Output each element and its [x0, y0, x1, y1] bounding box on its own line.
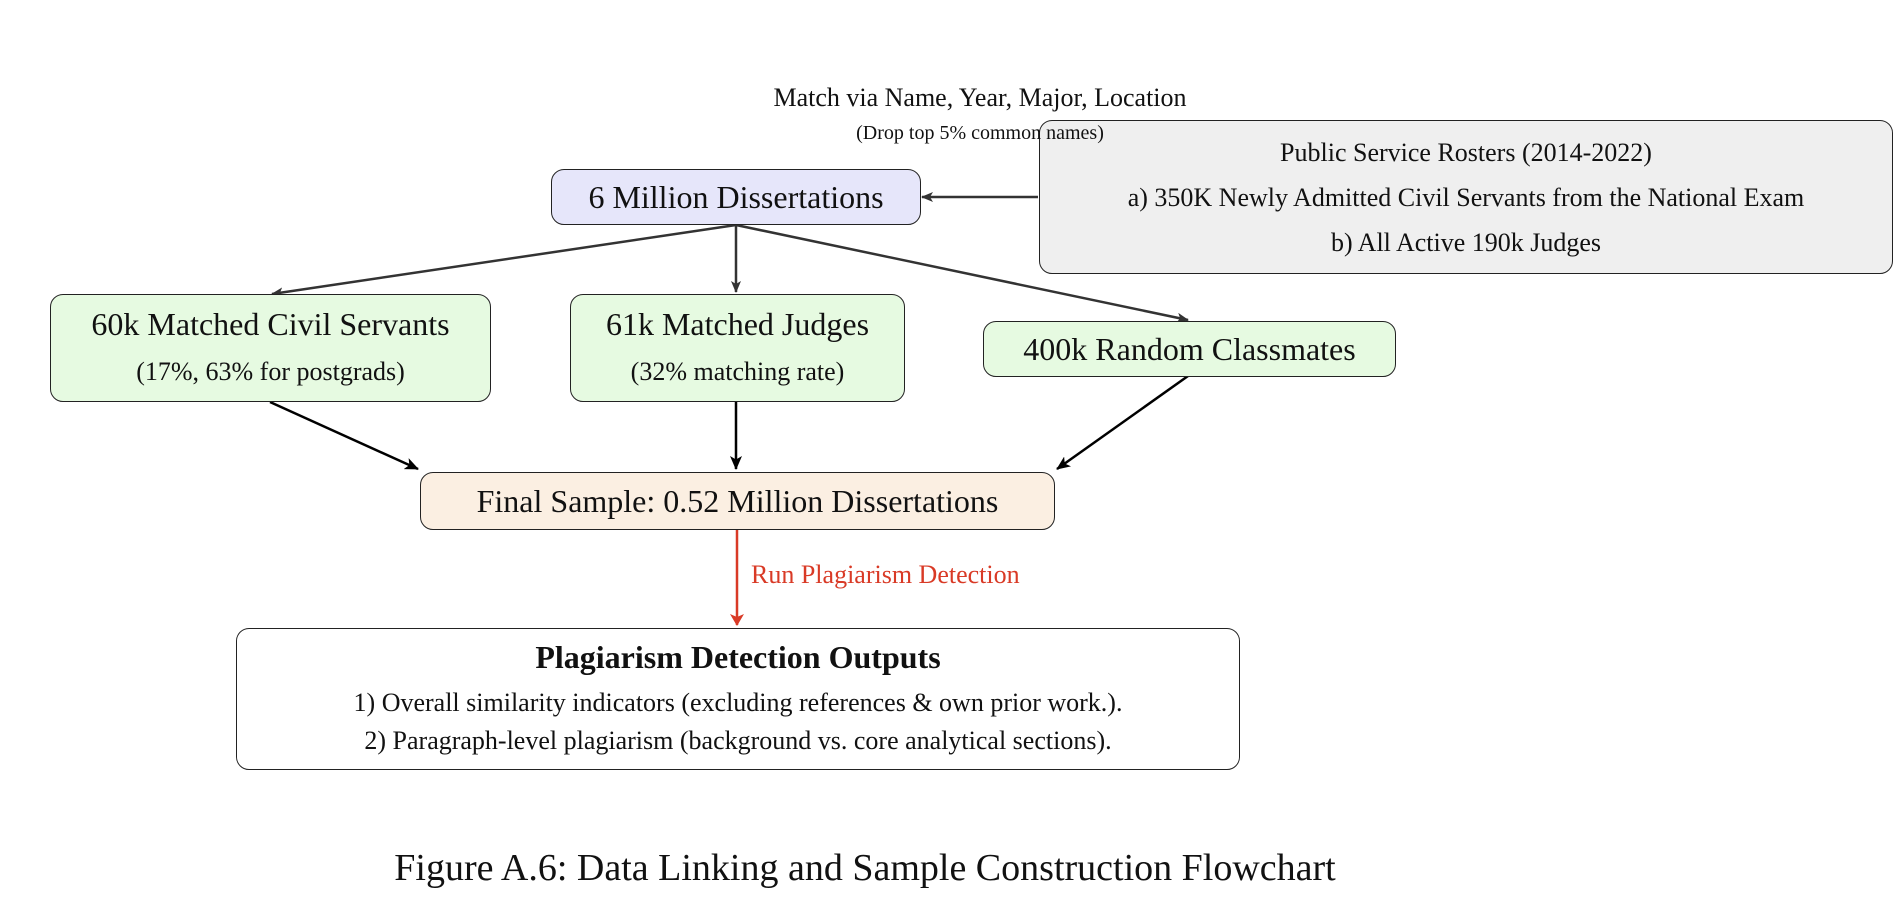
outputs-line-1: 1) Overall similarity indicators (exclud… [353, 687, 1123, 717]
node-dissertations: 6 Million Dissertations [551, 169, 921, 225]
judges-title: 61k Matched Judges [605, 306, 870, 343]
node-civil: 60k Matched Civil Servants (17%, 63% for… [50, 294, 491, 402]
edge-dissertations-to-civil [271, 223, 737, 298]
civil-title: 60k Matched Civil Servants [91, 306, 450, 343]
rosters-line-a: a) 350K Newly Admitted Civil Servants fr… [1127, 182, 1805, 212]
figure-caption: Figure A.6: Data Linking and Sample Cons… [394, 847, 1336, 889]
civil-sub: (17%, 63% for postgrads) [136, 356, 405, 386]
edge-civil-to-final [269, 400, 419, 471]
node-judges: 61k Matched Judges (32% matching rate) [570, 294, 905, 402]
node-final: Final Sample: 0.52 Million Dissertations [420, 472, 1055, 530]
node-rosters: Public Service Rosters (2014-2022) a) 35… [1039, 120, 1893, 274]
rosters-line-b: b) All Active 190k Judges [1330, 227, 1602, 257]
node-classmates: 400k Random Classmates [983, 321, 1396, 377]
match-note: (Drop top 5% common names) [856, 122, 1104, 144]
edge-classmates-to-final [1056, 374, 1189, 471]
rosters-title: Public Service Rosters (2014-2022) [1280, 137, 1652, 167]
edge-dissertations-to-classmates [735, 223, 1189, 323]
outputs-line-2: 2) Paragraph-level plagiarism (backgroun… [364, 725, 1112, 755]
classmates-title: 400k Random Classmates [1023, 330, 1356, 367]
match-label: Match via Name, Year, Major, Location [773, 83, 1187, 112]
outputs-title: Plagiarism Detection Outputs [535, 638, 941, 675]
dissertations-title: 6 Million Dissertations [588, 178, 884, 215]
judges-sub: (32% matching rate) [630, 356, 845, 386]
run-plagiarism-label: Run Plagiarism Detection [751, 560, 1020, 589]
node-outputs: Plagiarism Detection Outputs 1) Overall … [236, 628, 1240, 770]
final-title: Final Sample: 0.52 Million Dissertations [476, 482, 999, 519]
